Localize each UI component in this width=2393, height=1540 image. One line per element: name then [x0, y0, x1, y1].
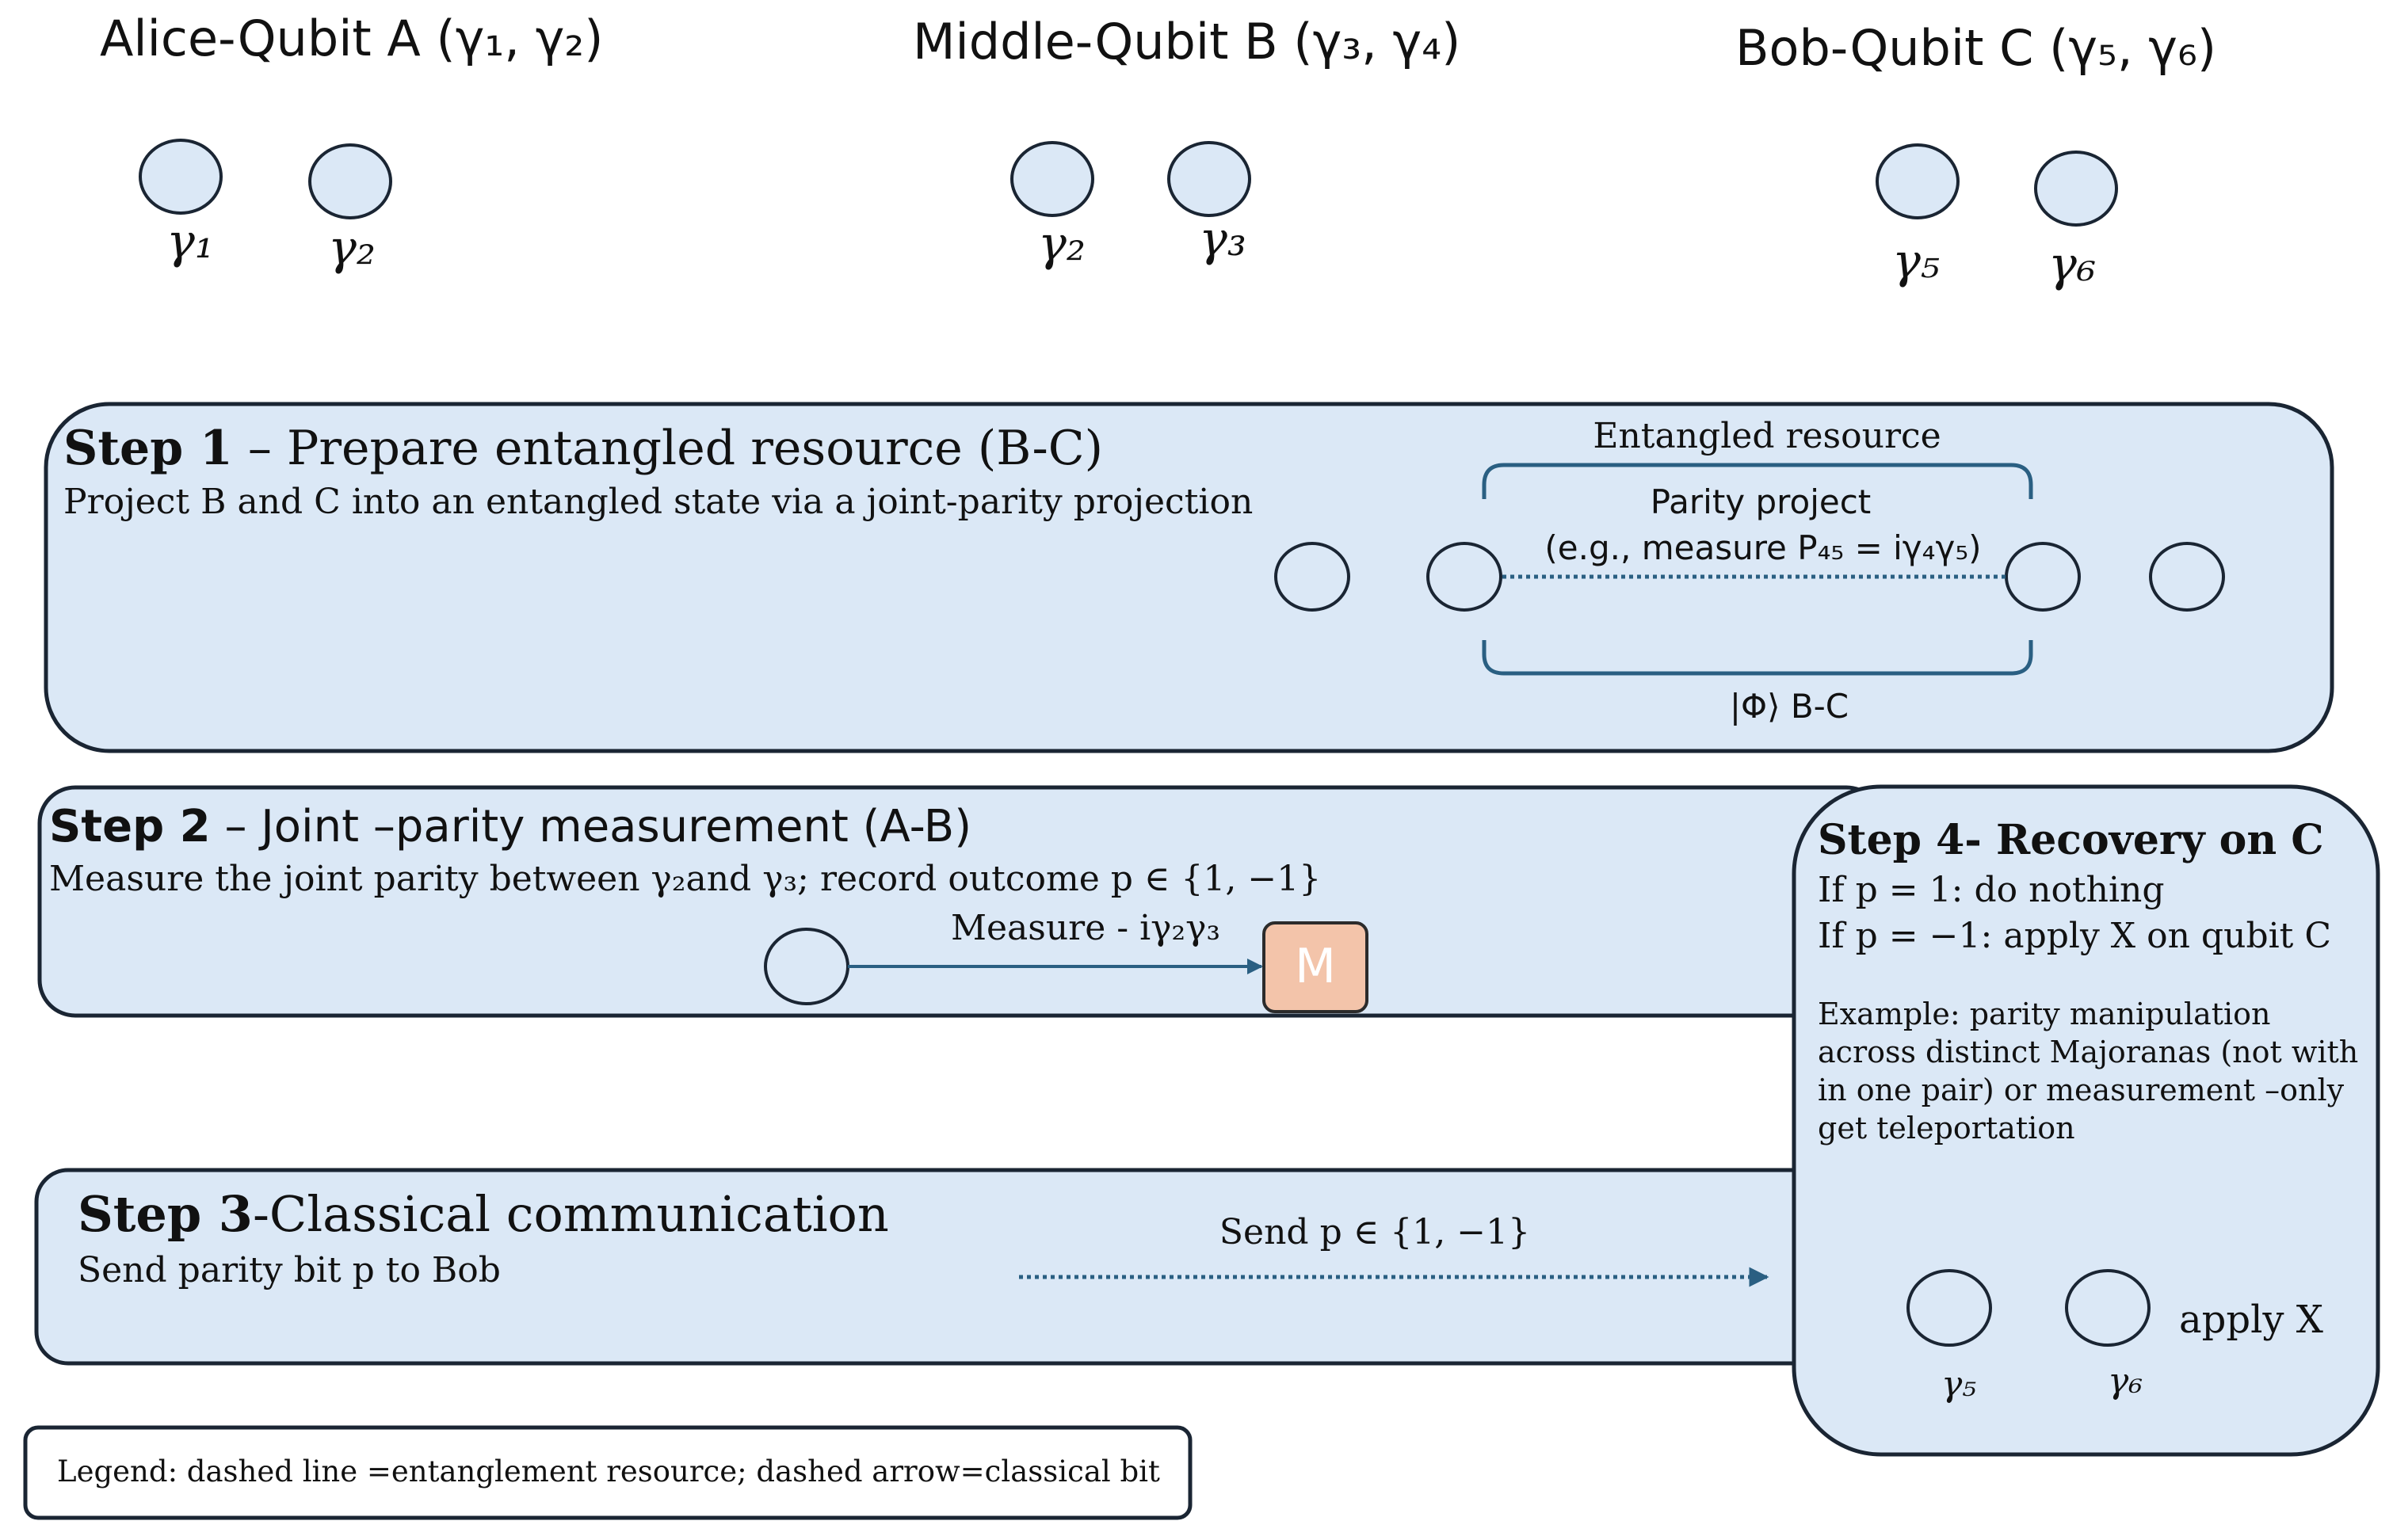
step4-example-line: Example: parity manipulation [1818, 997, 2271, 1031]
majorana-mode [1274, 542, 1350, 612]
step1-description: Project B and C into an entangled state … [63, 482, 1253, 522]
majorana-label: γ₃ [1199, 212, 1246, 267]
bottom-brace [1482, 640, 2033, 676]
step4-rule-p-plus: If p = 1: do nothing [1818, 870, 2165, 910]
majorana-label: γ₂ [1038, 216, 1086, 272]
legend-box [23, 1425, 1193, 1520]
majorana-label: γ₅ [1892, 234, 1940, 289]
step3-description: Send parity bit p to Bob [78, 1250, 501, 1290]
step4-panel: Step 4- Recovery on C If p = 1: do nothi… [1792, 784, 2380, 1457]
majorana-mode [308, 143, 392, 219]
majorana-mode [1167, 141, 1251, 217]
step2-panel: Step 2 – Joint –parity measurement (A-B)… [37, 785, 1884, 1018]
measurement-meter-box [1262, 921, 1368, 1013]
step4-heading: Step 4- Recovery on C [1818, 816, 2324, 864]
parity-project-title: Parity project [1651, 482, 1872, 521]
majorana-label: γ₂ [328, 220, 376, 276]
middle-majorana-pair: γ₂ γ₃ [1010, 141, 1251, 272]
entangled-resource-label: Entangled resource [1593, 416, 1941, 456]
majorana-mode [2149, 542, 2225, 612]
step4-example-line: in one pair) or measurement –only [1818, 1073, 2345, 1107]
majorana-mode [1906, 1269, 1992, 1347]
measurement-meter-label: M [1295, 939, 1336, 994]
apply-x-label: apply X [2179, 1298, 2323, 1342]
legend-text: Legend: dashed line =entanglement resour… [57, 1454, 1160, 1489]
majorana-label: γ₅ [1941, 1364, 1976, 1405]
majorana-mode [1876, 143, 1960, 219]
parity-project-detail: (e.g., measure P₄₅ = iγ₄γ₅) [1544, 528, 1981, 567]
middle-qubit-title: Middle-Qubit B (γ₃, γ₄) [913, 13, 1460, 71]
legend: Legend: dashed line =entanglement resour… [23, 1425, 1193, 1520]
alice-qubit-title: Alice-Qubit A (γ₁, γ₂) [100, 10, 603, 67]
step4-example-line: get teleportation [1818, 1111, 2075, 1145]
majorana-mode [2005, 542, 2081, 612]
step4-example-line: across distinct Majoranas (not with [1818, 1035, 2358, 1069]
entangled-state-label: |Φ⟩ B-C [1730, 687, 1849, 726]
step1-box [44, 402, 2334, 753]
bob-majorana-pair: γ₅ γ₆ [1876, 143, 2118, 292]
step1-heading: Step 1 – Prepare entangled resource (B-C… [63, 421, 1103, 476]
step1-panel: Step 1 – Prepare entangled resource (B-C… [44, 402, 2334, 753]
majorana-mode [1426, 542, 1502, 612]
majorana-mode [1010, 141, 1094, 217]
top-brace [1482, 463, 2033, 499]
majorana-mode [2065, 1269, 2151, 1347]
majorana-label: γ₆ [2108, 1361, 2143, 1401]
step2-description: Measure the joint parity between γ₂and γ… [49, 859, 1321, 899]
majorana-mode [139, 139, 223, 215]
bob-qubit-title: Bob-Qubit C (γ₅, γ₆) [1735, 19, 2216, 77]
majorana-label: γ₆ [2048, 237, 2096, 292]
step4-rule-p-minus: If p = −1: apply X on qubit C [1818, 916, 2331, 956]
step2-heading: Step 2 – Joint –parity measurement (A-B) [49, 801, 971, 852]
step3-heading: Step 3-Classical communication [78, 1185, 889, 1243]
measure-arrow-label: Measure - iγ₂γ₃ [951, 908, 1220, 948]
majorana-mode [2034, 151, 2118, 227]
majorana-label: γ₁ [166, 214, 214, 269]
alice-majorana-pair: γ₁ γ₂ [139, 139, 392, 276]
send-arrow-label: Send p ∈ {1, −1} [1219, 1212, 1530, 1252]
majorana-mode [764, 928, 849, 1005]
step3-panel: Step 3-Classical communication Send pari… [34, 1168, 1885, 1366]
